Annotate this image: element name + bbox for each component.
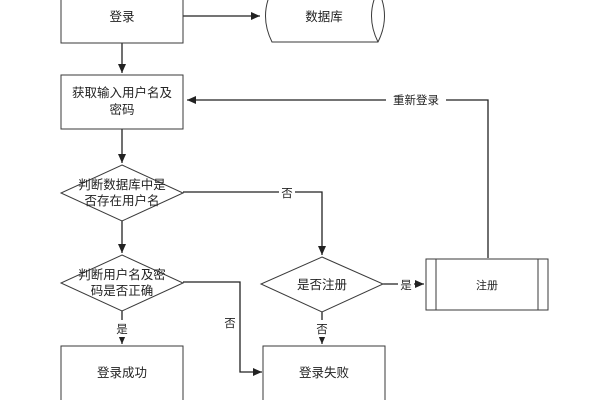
node-login: 登录 <box>60 0 184 44</box>
node-login-fail: 登录失败 <box>262 345 386 400</box>
database-cylinder-edge <box>371 0 379 43</box>
no-user-label-bg <box>279 183 295 200</box>
yes-success-label-bg <box>114 320 130 337</box>
check-user-text-line1: 判断数据库中是 <box>78 177 166 192</box>
database-text: 数据库 <box>305 9 343 24</box>
get-input-text-line1: 获取输入用户名及 <box>72 85 173 100</box>
no-user-label: 否 <box>281 186 293 200</box>
yes-register-label-bg <box>398 276 414 293</box>
check-password-text-line1: 判断用户名及密 <box>78 267 166 282</box>
login-box <box>60 0 184 44</box>
not-register-label: 否 <box>316 322 328 336</box>
login-text: 登录 <box>109 9 134 24</box>
register-box <box>425 258 549 311</box>
is-register-text: 是否注册 <box>297 277 347 292</box>
node-register: 注册 <box>425 258 549 311</box>
node-check-user: 判断数据库中是 否存在用户名 <box>59 164 185 222</box>
get-input-box <box>60 74 184 130</box>
check-user-text-line2: 否存在用户名 <box>84 193 159 208</box>
node-login-success: 登录成功 <box>60 345 184 400</box>
node-get-input: 获取输入用户名及 密码 <box>60 74 184 130</box>
login-fail-text: 登录失败 <box>299 365 350 380</box>
login-fail-box <box>262 345 386 400</box>
check-password-diamond <box>59 254 185 312</box>
register-text: 注册 <box>476 278 498 292</box>
edge-labels: 重新登录 否 否 是 否 是 <box>114 90 446 337</box>
not-register-label-bg <box>314 320 330 337</box>
wrong-pwd-label-bg <box>222 314 238 331</box>
check-password-text-line2: 码是否正确 <box>91 283 154 298</box>
yes-success-label: 是 <box>116 322 128 336</box>
relogin-label: 重新登录 <box>393 93 439 107</box>
login-success-box <box>60 345 184 400</box>
edge-register-to-relogin <box>187 96 489 258</box>
relogin-label-bg <box>386 90 446 108</box>
check-user-diamond <box>59 164 185 222</box>
edge-check-pwd-no-to-fail <box>183 281 262 376</box>
get-input-text-line2: 密码 <box>109 102 134 117</box>
login-success-text: 登录成功 <box>97 365 147 380</box>
node-check-password: 判断用户名及密 码是否正确 <box>59 254 185 312</box>
node-is-register: 是否注册 <box>259 256 385 313</box>
node-database: 数据库 <box>265 0 385 43</box>
wrong-pwd-label: 否 <box>224 316 236 330</box>
yes-register-label: 是 <box>400 278 412 292</box>
edge-check-user-no-to-is-register <box>183 191 326 255</box>
is-register-diamond <box>259 256 385 313</box>
